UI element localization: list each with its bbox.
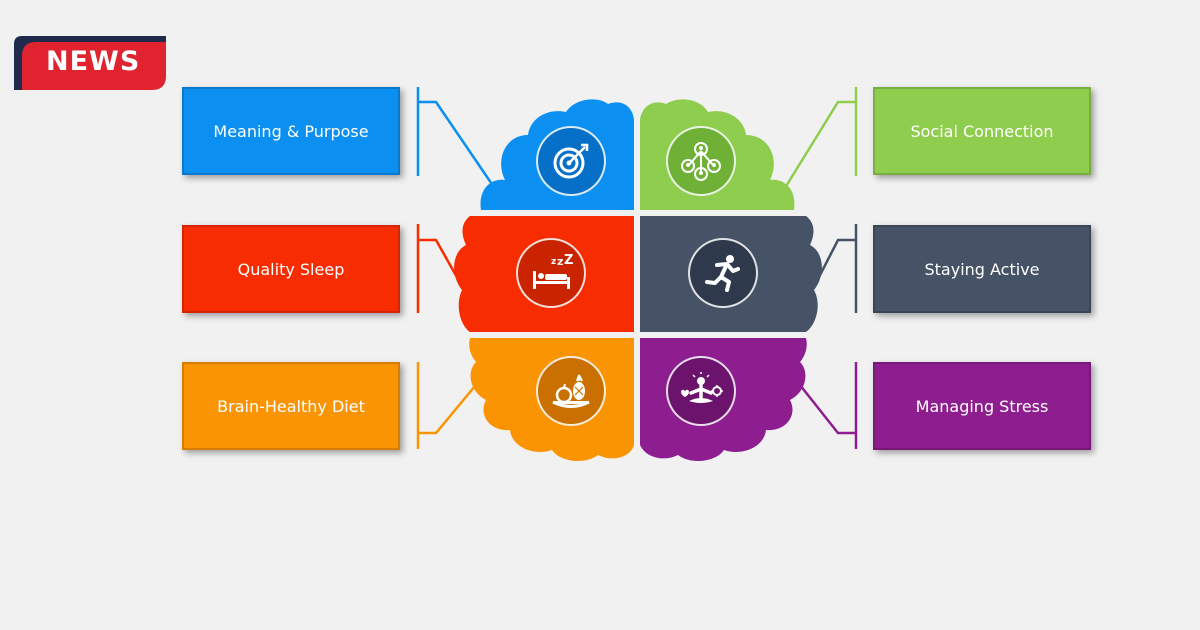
right-connectors: [778, 87, 858, 449]
label-social-connection: Social Connection: [873, 87, 1091, 175]
svg-text:z: z: [557, 255, 563, 268]
label-staying-active-text: Staying Active: [924, 259, 1040, 279]
label-meaning-purpose-text: Meaning & Purpose: [213, 121, 369, 141]
target-icon: [536, 126, 606, 196]
label-managing-stress-text: Managing Stress: [915, 396, 1049, 416]
label-brain-healthy-diet-text: Brain-Healthy Diet: [217, 396, 365, 416]
label-managing-stress: Managing Stress: [873, 362, 1091, 450]
social-network-icon: [666, 126, 736, 196]
svg-text:Z: Z: [564, 253, 573, 268]
label-staying-active: Staying Active: [873, 225, 1091, 313]
news-badge-label: NEWS: [46, 46, 141, 77]
news-badge: NEWS: [14, 36, 166, 90]
running-person-icon: [688, 238, 758, 308]
meditation-icon: [666, 356, 736, 426]
svg-text:z: z: [551, 257, 556, 267]
news-badge-shape: [14, 36, 166, 90]
label-meaning-purpose: Meaning & Purpose: [182, 87, 400, 175]
left-connectors: [416, 87, 502, 449]
label-quality-sleep-text: Quality Sleep: [237, 259, 345, 279]
label-quality-sleep: Quality Sleep: [182, 225, 400, 313]
label-social-connection-text: Social Connection: [910, 121, 1054, 141]
sleep-bed-icon: z z Z: [516, 238, 586, 308]
fruit-plate-icon: [536, 356, 606, 426]
label-brain-healthy-diet: Brain-Healthy Diet: [182, 362, 400, 450]
